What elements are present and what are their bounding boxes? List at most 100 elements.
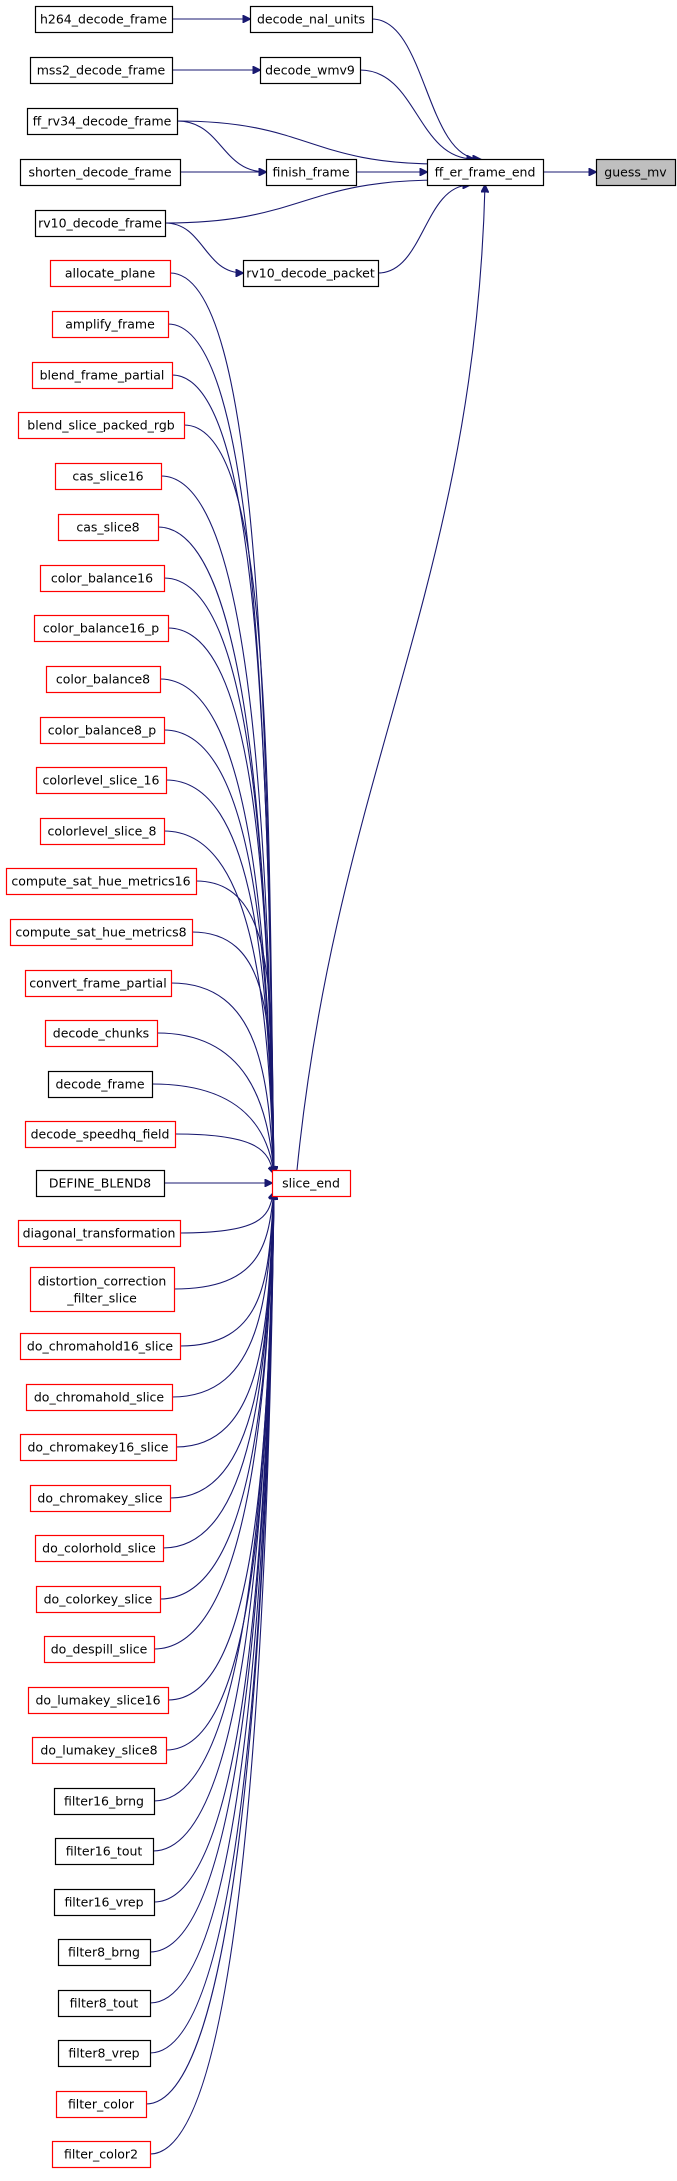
node-box [43,1635,156,1664]
node-color-balance16-p[interactable]: color_balance16_p [33,614,170,643]
nodes: guess_mv ff_er_frame_end decode_nal_unitsd… [5,5,677,2169]
node-box [25,1383,174,1412]
node-decode-frame[interactable]: decode_frame [47,1070,154,1099]
node-ff-er-frame-end[interactable]: ff_er_frame_end [426,158,545,187]
node-label: color_balance16 [51,571,153,586]
edge-decode-nal-units-to-ff-er-frame-end [371,18,480,159]
edge-do-chromahold-slice-to-slice-end [171,1192,274,1398]
node-label: filter16_tout [66,1844,143,1859]
edges [145,18,596,2155]
node-label: decode_speedhq_field [31,1127,170,1142]
edge-amplify-frame-to-slice-end [167,323,274,1174]
node-box [24,969,173,998]
node-label: guess_mv [604,165,667,180]
edge-decode-chunks-to-slice-end [156,1032,274,1174]
node-color-balance8[interactable]: color_balance8 [45,665,162,694]
node-amplify-frame[interactable]: amplify_frame [51,310,170,339]
node-label: do_colorhold_slice [42,1541,156,1556]
node-cas-slice8[interactable]: cas_slice8 [57,513,160,542]
node-label: blend_frame_partial [40,368,165,383]
node-box [33,614,170,643]
node-filter8-brng[interactable]: filter8_brng [57,1938,152,1967]
node-box [49,259,172,288]
node-blend-slice-packed-rgb[interactable]: blend_slice_packed_rgb [17,411,186,440]
node-do-despill-slice[interactable]: do_despill_slice [43,1635,156,1664]
node-ff-rv34-decode-frame[interactable]: ff_rv34_decode_frame [26,107,179,136]
node-filter8-tout[interactable]: filter8_tout [57,1989,152,2018]
node-box [57,2039,152,2068]
node-filter16-brng[interactable]: filter16_brng [53,1787,156,1816]
edge-slice-end-to-ff-er-frame-end [296,185,485,1171]
edge-allocate-plane-to-slice-end [169,272,274,1174]
node-define-blend8[interactable]: DEFINE_BLEND8 [35,1169,166,1198]
node-filter16-vrep[interactable]: filter16_vrep [53,1888,156,1917]
node-allocate-plane[interactable]: allocate_plane [49,259,172,288]
node-box [17,1219,182,1248]
edge-ff-rv34-decode-frame-to-finish-frame [176,120,266,172]
node-label: mss2_decode_frame [37,63,166,78]
edge-compute-sat-hue-metrics8-to-slice-end [191,931,274,1174]
node-blend-frame-partial[interactable]: blend_frame_partial [31,361,174,390]
node-h264-decode-frame[interactable]: h264_decode_frame [34,5,174,34]
node-label: rv10_decode_frame [38,216,162,231]
node-decode-chunks[interactable]: decode_chunks [44,1019,159,1048]
node-do-colorhold-slice[interactable]: do_colorhold_slice [34,1534,165,1563]
node-box [5,867,198,896]
node-label: color_balance16_p [43,621,159,636]
node-label: do_chromahold16_slice [27,1339,173,1354]
node-finish-frame[interactable]: finish_frame [265,158,358,187]
node-decode-nal-units[interactable]: decode_nal_units [249,5,374,34]
node-compute-sat-hue-metrics16[interactable]: compute_sat_hue_metrics16 [5,867,198,896]
node-box [39,716,166,745]
node-box [57,1938,152,1967]
node-cas-slice16[interactable]: cas_slice16 [54,462,163,491]
node-rv10-decode-packet[interactable]: rv10_decode_packet [242,259,380,288]
node-filter-color[interactable]: filter_color [55,2090,148,2119]
node-do-chromahold16-slice[interactable]: do_chromahold16_slice [19,1332,182,1361]
node-rv10-decode-frame[interactable]: rv10_decode_frame [34,209,167,238]
node-mss2-decode-frame[interactable]: mss2_decode_frame [29,56,174,85]
node-label: color_balance8 [56,672,150,687]
node-do-lumakey-slice8[interactable]: do_lumakey_slice8 [31,1736,168,1765]
node-filter16-tout[interactable]: filter16_tout [54,1837,155,1866]
node-box [47,1070,154,1099]
node-do-chromakey16-slice[interactable]: do_chromakey16_slice [19,1433,178,1462]
node-do-lumakey-slice16[interactable]: do_lumakey_slice16 [27,1686,170,1715]
node-label: filter8_tout [70,1996,139,2011]
node-box [39,817,166,846]
node-label: shorten_decode_frame [28,165,171,180]
edge-do-lumakey-slice8-to-slice-end [165,1192,274,1751]
node-distortion-correction-filter-slice[interactable]: distortion_correction_filter_slice [29,1266,176,1313]
node-decode-wmv9[interactable]: decode_wmv9 [259,56,362,85]
node-shorten-decode-frame[interactable]: shorten_decode_frame [19,158,182,187]
node-box [55,2090,148,2119]
edge-do-despill-slice-to-slice-end [153,1192,274,1650]
node-slice-end[interactable]: slice_end [271,1169,352,1198]
node-box [39,564,166,593]
node-filter-color2[interactable]: filter_color2 [51,2140,152,2169]
node-convert-frame-partial[interactable]: convert_frame_partial [24,969,173,998]
node-box [57,513,160,542]
node-color-balance8-p[interactable]: color_balance8_p [39,716,166,745]
node-diagonal-transformation[interactable]: diagonal_transformation [17,1219,182,1248]
node-color-balance16[interactable]: color_balance16 [39,564,166,593]
node-filter8-vrep[interactable]: filter8_vrep [57,2039,152,2068]
edge-convert-frame-partial-to-slice-end [170,982,274,1174]
node-guess-mv[interactable]: guess_mv [595,158,677,187]
node-box [35,1169,166,1198]
node-box [44,1019,159,1048]
node-compute-sat-hue-metrics8[interactable]: compute_sat_hue_metrics8 [9,918,194,947]
node-label: allocate_plane [65,266,156,281]
node-box [34,1534,165,1563]
node-label: do_lumakey_slice16 [35,1693,160,1708]
node-do-colorkey-slice[interactable]: do_colorkey_slice [35,1585,162,1614]
node-decode-speedhq-field[interactable]: decode_speedhq_field [24,1120,177,1149]
node-colorlevel-slice-16[interactable]: colorlevel_slice_16 [35,766,168,795]
node-box [24,1120,177,1149]
edge-ff-rv34-decode-frame-to-ff-er-frame-end [176,120,440,164]
node-colorlevel-slice-8[interactable]: colorlevel_slice_8 [39,817,166,846]
node-do-chromakey-slice[interactable]: do_chromakey_slice [29,1484,172,1513]
node-label: color_balance8_p [48,723,156,738]
node-do-chromahold-slice[interactable]: do_chromahold_slice [25,1383,174,1412]
